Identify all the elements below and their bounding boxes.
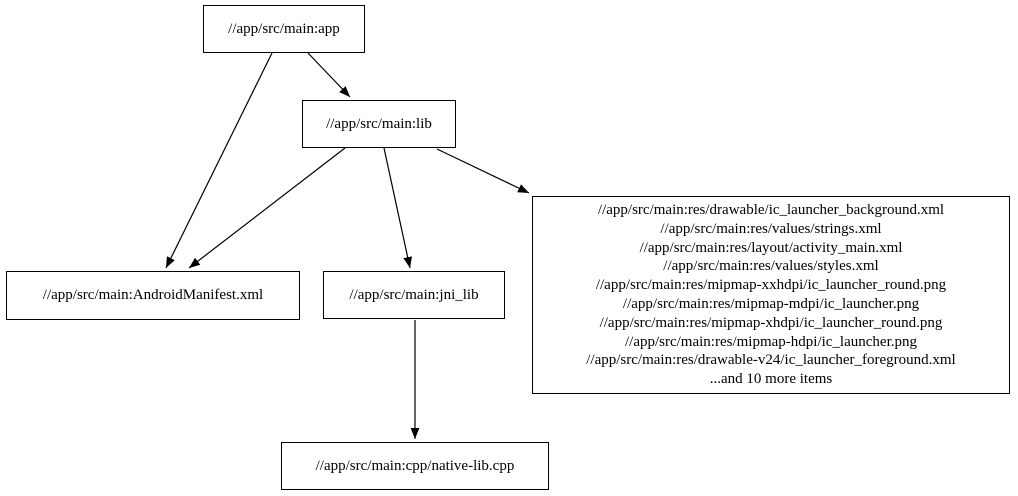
resgroup-line: //app/src/main:res/layout/activity_main.… (639, 239, 903, 256)
resgroup-line: //app/src/main:res/drawable-v24/ic_launc… (586, 352, 956, 369)
resgroup-line: //app/src/main:res/mipmap-xhdpi/ic_launc… (599, 314, 943, 331)
node-nativelib-label: //app/src/main:cpp/native-lib.cpp (315, 457, 515, 474)
edge-lib-to-androidmanifest (188, 147, 346, 269)
resgroup-line: //app/src/main:res/mipmap-mdpi/ic_launch… (622, 296, 920, 312)
node-lib: //app/src/main:lib (302, 100, 456, 148)
node-app: //app/src/main:app (203, 5, 365, 53)
resgroup-more-items: ...and 10 more items (709, 371, 833, 388)
resgroup-line: //app/src/main:res/values/strings.xml (660, 220, 882, 237)
node-jnilib: //app/src/main:jni_lib (323, 271, 505, 319)
node-app-label: //app/src/main:app (228, 20, 340, 37)
node-resgroup: //app/src/main:res/drawable/ic_launcher_… (532, 196, 1010, 394)
resgroup-line: //app/src/main:res/mipmap-hdpi/ic_launch… (624, 333, 917, 350)
node-jnilib-label: //app/src/main:jni_lib (349, 286, 479, 303)
node-lib-label: //app/src/main:lib (326, 115, 432, 132)
node-nativelib: //app/src/main:cpp/native-lib.cpp (281, 442, 549, 490)
resgroup-line: //app/src/main:res/values/styles.xml (663, 258, 879, 275)
edge-app-to-lib (307, 52, 351, 98)
resgroup-line: //app/src/main:res/drawable/ic_launcher_… (597, 202, 945, 219)
node-androidmanifest: //app/src/main:AndroidManifest.xml (6, 271, 300, 320)
edge-lib-to-jnilib (383, 147, 412, 269)
edge-app-to-androidmanifest (165, 52, 273, 269)
node-androidmanifest-label: //app/src/main:AndroidManifest.xml (42, 287, 264, 303)
resgroup-line: //app/src/main:res/mipmap-xxhdpi/ic_laun… (595, 277, 947, 294)
edge-lib-to-resgroup (436, 148, 530, 194)
